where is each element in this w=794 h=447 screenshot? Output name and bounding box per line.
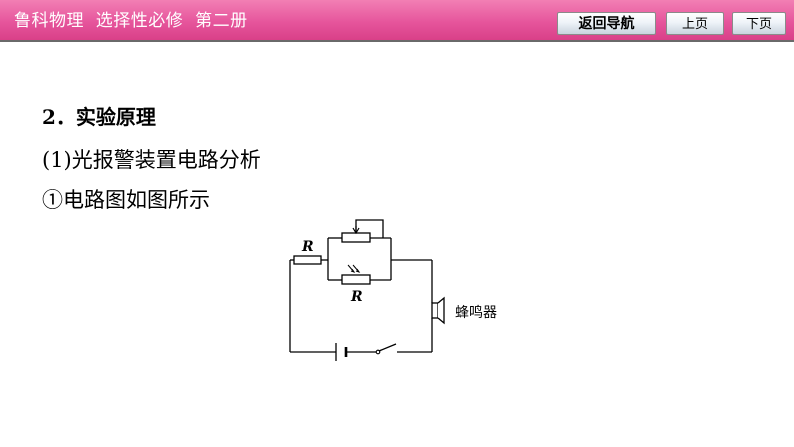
previous-page-button[interactable]: 上页 (666, 12, 724, 35)
circuit-diagram: R R 蜂鸣器 (289, 219, 497, 361)
photoresistor (341, 274, 371, 285)
photoresistor-label: R (350, 289, 363, 305)
resistor-label: R (301, 239, 314, 255)
rheostat (341, 232, 371, 243)
list-item: ①电路图如图所示 (42, 188, 210, 212)
title-bar: 鲁科物理 选择性必修 第二册 返回导航 上页 下页 (0, 0, 794, 40)
next-page-button[interactable]: 下页 (732, 12, 786, 35)
course-title: 鲁科物理 选择性必修 第二册 (14, 11, 248, 31)
battery-icon (335, 343, 348, 361)
back-to-navigation-button[interactable]: 返回导航 (557, 12, 656, 35)
subheading: (1)光报警装置电路分析 (42, 148, 261, 172)
buzzer-body (431, 302, 439, 319)
section-heading: 2．实验原理 (42, 105, 156, 129)
switch-icon (375, 343, 397, 355)
buzzer-label: 蜂鸣器 (455, 304, 497, 321)
light-rays-icon (347, 264, 361, 273)
slider-arrow (352, 226, 360, 235)
buzzer-icon (437, 296, 445, 325)
title-divider (0, 40, 794, 42)
fixed-resistor (293, 255, 322, 265)
